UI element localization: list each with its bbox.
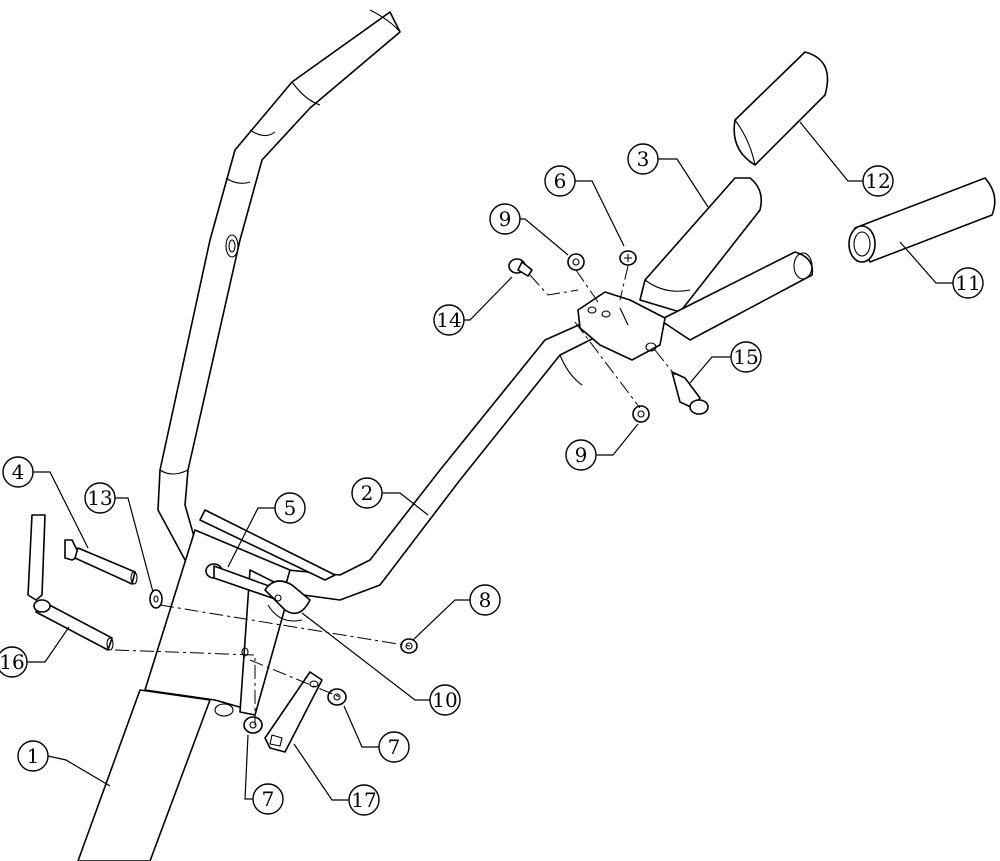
center-lines xyxy=(114,265,676,725)
svg-text:13: 13 xyxy=(87,486,112,510)
part-16-l-pin xyxy=(27,514,114,651)
part-15-bolt xyxy=(671,371,709,415)
svg-text:4: 4 xyxy=(12,460,25,484)
callout-6: 6 xyxy=(544,165,576,197)
part-11-grip-tube xyxy=(848,177,996,263)
part-8-nut xyxy=(400,638,418,654)
svg-text:5: 5 xyxy=(284,496,297,520)
callout-14: 14 xyxy=(433,304,465,336)
callout-4: 4 xyxy=(2,456,34,488)
part-10-u-clip xyxy=(264,580,311,622)
part-3-upper-tube xyxy=(639,177,814,341)
part-17-link-plate xyxy=(264,671,323,753)
svg-text:17: 17 xyxy=(351,788,376,812)
svg-text:2: 2 xyxy=(361,481,374,505)
part-4-bolt xyxy=(64,539,138,585)
svg-text:16: 16 xyxy=(0,650,25,674)
callout-9-lower: 9 xyxy=(565,439,597,471)
callout-5: 5 xyxy=(274,492,306,524)
svg-text:15: 15 xyxy=(733,345,758,369)
handle-clamp-bracket xyxy=(577,291,666,361)
svg-text:9: 9 xyxy=(499,207,512,231)
svg-text:3: 3 xyxy=(637,147,650,171)
leader-lines xyxy=(27,121,953,801)
callout-7-right: 7 xyxy=(378,731,410,763)
svg-text:11: 11 xyxy=(955,271,980,295)
part-14-bolt xyxy=(508,258,533,277)
callout-1: 1 xyxy=(17,740,49,772)
callout-15: 15 xyxy=(730,341,762,373)
svg-text:1: 1 xyxy=(27,744,40,768)
svg-text:8: 8 xyxy=(479,588,492,612)
callout-13: 13 xyxy=(84,482,116,514)
part-7-nut-b xyxy=(327,688,347,706)
callout-16: 16 xyxy=(0,646,28,678)
part-12-grip xyxy=(733,51,829,166)
callout-9-upper: 9 xyxy=(489,203,521,235)
svg-text:6: 6 xyxy=(554,169,567,193)
callout-11: 11 xyxy=(952,267,984,299)
part-13-washer xyxy=(149,589,163,609)
svg-text:7: 7 xyxy=(262,787,275,811)
svg-text:10: 10 xyxy=(432,688,457,712)
callout-12: 12 xyxy=(862,165,894,197)
part-2-handle-bar xyxy=(157,9,646,601)
part-9-nut-lower xyxy=(632,405,650,423)
svg-text:12: 12 xyxy=(865,169,890,193)
part-6-screw xyxy=(619,250,637,266)
callout-10: 10 xyxy=(429,684,461,716)
svg-text:14: 14 xyxy=(436,308,461,332)
svg-text:9: 9 xyxy=(575,443,588,467)
part-1-lower-tube xyxy=(77,689,211,861)
callout-7-lower: 7 xyxy=(252,783,284,815)
callout-2: 2 xyxy=(351,477,383,509)
callout-17: 17 xyxy=(348,784,380,816)
svg-text:7: 7 xyxy=(388,735,401,759)
part-9-nut-upper xyxy=(567,253,585,271)
part-7-nut-a xyxy=(243,716,263,734)
callout-3: 3 xyxy=(627,143,659,175)
callout-8: 8 xyxy=(469,584,501,616)
